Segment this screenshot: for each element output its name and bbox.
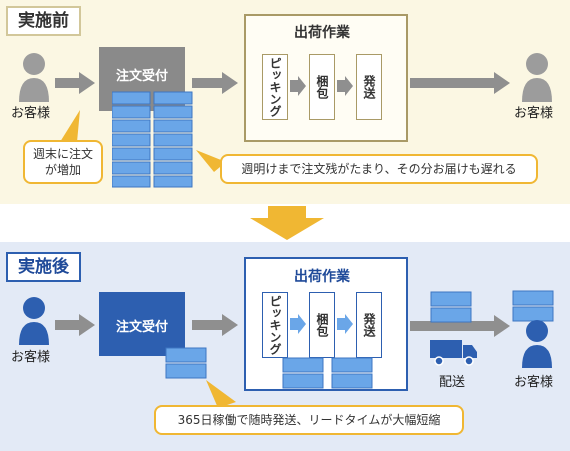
order-reception-label: 注文受付 [115,320,168,335]
order-reception-label: 注文受付 [115,69,168,84]
arrow-icon [55,314,95,336]
packed-box-icon [331,357,373,389]
arrow-icon [290,76,306,96]
arrow-icon [337,314,353,334]
step-picking: ピッキング [262,292,288,358]
down-arrow-icon [250,206,324,240]
arrow-icon [410,315,510,337]
customer-left-label: お客様 [11,350,51,365]
before-tag: 実施前 [6,6,81,36]
truck-icon [430,340,477,366]
shipped-box-icon [430,291,472,323]
step-shipping: 発送 [356,292,382,358]
order-box-icon [165,347,207,379]
customer-right-label: お客様 [514,375,554,390]
customer-right-label: お客様 [514,106,554,121]
step-shipping: 発送 [356,54,382,120]
delivered-box-icon [512,290,554,322]
customer-left-label: お客様 [11,106,51,121]
delivery-label: 配送 [439,375,466,390]
callout-pointer [60,110,80,142]
after-tag: 実施後 [6,252,81,282]
arrow-icon [55,72,95,94]
shipping-work-title: 出荷作業 [294,25,350,41]
person-icon [522,320,552,368]
shipping-work-title: 出荷作業 [294,269,350,285]
order-backlog-stack-icon [112,91,193,188]
packed-box-icon [282,357,324,389]
step-packing: 梱包 [309,54,335,120]
arrow-icon [192,314,238,336]
person-icon [522,53,552,102]
arrow-icon [337,76,353,96]
step-picking: ピッキング [262,54,288,120]
step-packing: 梱包 [309,292,335,358]
lead-time-callout: 365日稼働で随時発送、リードタイムが大幅短縮 [154,405,464,435]
arrow-icon [290,314,306,334]
arrow-icon [192,72,238,94]
callout-pointer [206,380,236,408]
person-icon [19,53,49,102]
callout-pointer [196,150,226,172]
order-reception-box: 注文受付 [99,292,185,356]
weekend-orders-callout: 週末に注文が増加 [23,140,103,184]
arrow-icon [410,72,510,94]
backlog-delay-callout: 週明けまで注文残がたまり、その分お届けも遅れる [220,154,538,184]
person-icon [19,297,49,345]
